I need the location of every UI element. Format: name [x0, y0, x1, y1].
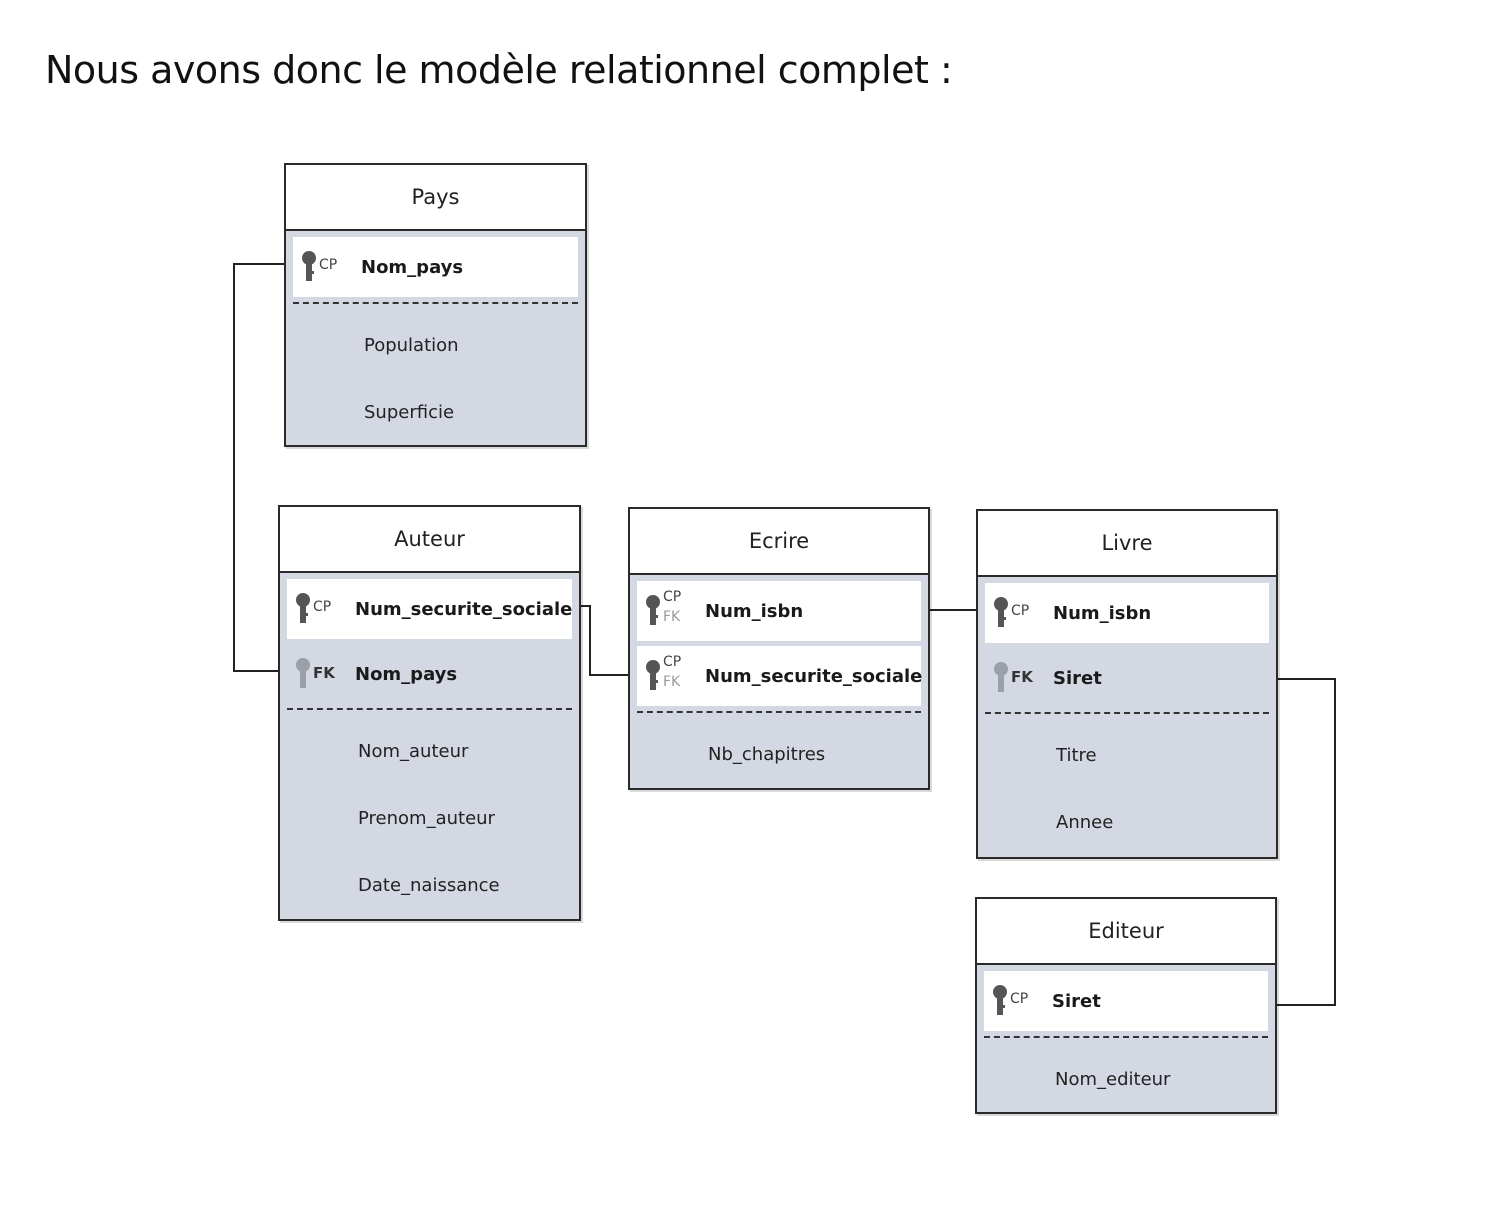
attribute-row[interactable]: Nom_editeur — [1055, 1069, 1171, 1090]
entity-title: Pays — [286, 165, 585, 231]
key-label: Num_securite_sociale — [705, 665, 923, 687]
entity-editeur[interactable]: Editeur CP Siret Nom_editeur — [975, 897, 1277, 1114]
foreign-key-icon: FK — [287, 644, 349, 704]
key-label: Siret — [1053, 667, 1102, 689]
key-tag-secondary: FK — [663, 674, 681, 690]
divider — [637, 711, 921, 713]
key-tag: CP — [313, 599, 332, 615]
key-tag-secondary: FK — [663, 609, 681, 625]
attribute-row[interactable]: Nb_chapitres — [708, 744, 826, 765]
key-icon: CP — [293, 237, 355, 297]
entity-title: Livre — [978, 511, 1276, 577]
foreign-key-row[interactable]: FK Siret — [985, 648, 1269, 708]
attribute-row[interactable]: Titre — [1056, 745, 1097, 766]
attribute-row[interactable]: Population — [364, 335, 459, 356]
foreign-key-icon: FK — [985, 648, 1047, 708]
key-label: Siret — [1052, 990, 1101, 1012]
entity-ecrire[interactable]: Ecrire CP FK Num_isbn CP FK Num_securite… — [628, 507, 930, 790]
divider — [985, 712, 1269, 714]
key-label: Nom_pays — [361, 256, 464, 278]
key-tag: CP — [663, 589, 682, 605]
key-label: Nom_pays — [355, 663, 458, 685]
key-tag: CP — [1010, 991, 1029, 1007]
foreign-key-row[interactable]: FK Nom_pays — [287, 644, 572, 704]
attribute-row[interactable]: Date_naissance — [358, 875, 500, 896]
key-icon: CP FK — [637, 581, 699, 641]
entity-title: Ecrire — [630, 509, 928, 575]
entity-pays[interactable]: Pays CP Nom_pays Population Superficie — [284, 163, 587, 447]
entity-livre[interactable]: Livre CP Num_isbn FK Siret Titre Annee — [976, 509, 1278, 859]
divider — [293, 302, 578, 304]
key-label: Num_isbn — [1053, 602, 1152, 624]
attribute-row[interactable]: Prenom_auteur — [358, 808, 495, 829]
primary-key-row[interactable]: CP FK Num_securite_sociale — [637, 646, 923, 706]
divider — [984, 1036, 1268, 1038]
key-label: Num_isbn — [705, 600, 804, 622]
key-tag: CP — [663, 654, 682, 670]
primary-key-row[interactable]: CP Nom_pays — [293, 237, 578, 297]
primary-key-row[interactable]: CP Num_isbn — [985, 583, 1269, 643]
entity-title: Auteur — [280, 507, 579, 573]
key-icon: CP — [985, 583, 1047, 643]
entity-title: Editeur — [977, 899, 1275, 965]
key-tag: FK — [313, 664, 335, 682]
attribute-row[interactable]: Nom_auteur — [358, 741, 469, 762]
primary-key-row[interactable]: CP FK Num_isbn — [637, 581, 921, 641]
key-tag: CP — [1011, 603, 1030, 619]
attribute-row[interactable]: Superficie — [364, 402, 455, 423]
key-label: Num_securite_sociale — [355, 598, 573, 620]
key-icon: CP — [287, 579, 349, 639]
key-icon: CP — [984, 971, 1046, 1031]
divider — [287, 708, 572, 710]
key-tag: CP — [319, 257, 338, 273]
key-icon: CP FK — [637, 646, 699, 706]
link-livre-editeur — [1270, 678, 1336, 1006]
key-tag: FK — [1011, 668, 1033, 686]
primary-key-row[interactable]: CP Num_securite_sociale — [287, 579, 572, 639]
attribute-row[interactable]: Annee — [1056, 812, 1114, 833]
page-heading: Nous avons donc le modèle relationnel co… — [45, 48, 953, 92]
primary-key-row[interactable]: CP Siret — [984, 971, 1268, 1031]
entity-auteur[interactable]: Auteur CP Num_securite_sociale FK Nom_pa… — [278, 505, 581, 921]
